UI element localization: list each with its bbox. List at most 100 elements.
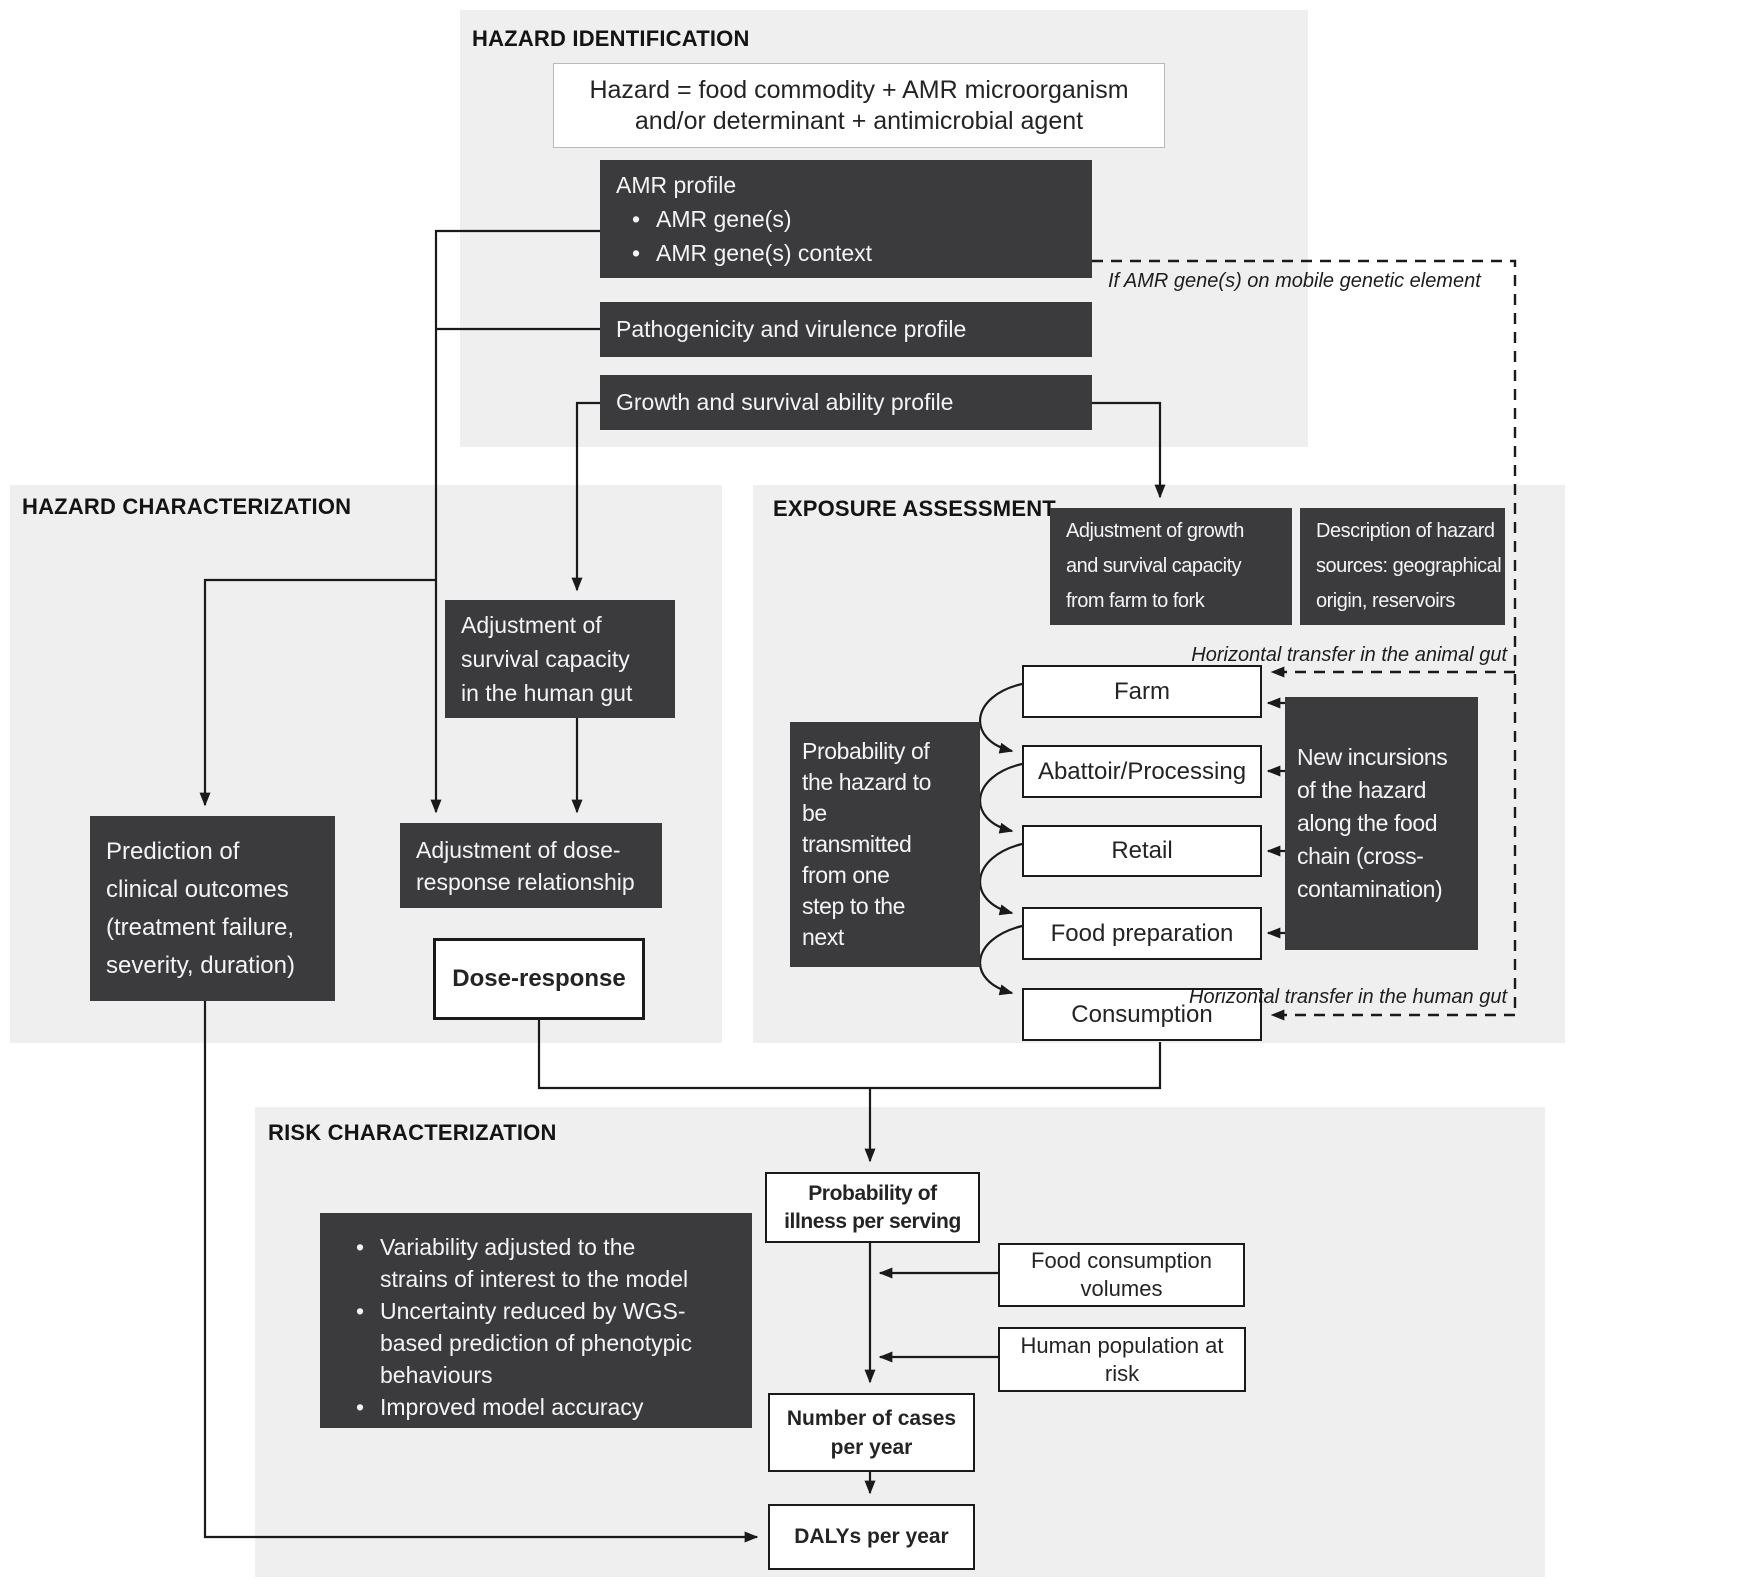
box-number-of-cases: Number of cases per year [768, 1393, 975, 1472]
transmission-line: transmitted [802, 831, 912, 857]
adj-survival-line: Adjustment of [461, 612, 602, 638]
adj-growth-line: and survival capacity [1066, 555, 1242, 577]
incursions-line: of the hazard [1297, 777, 1427, 803]
incursions-line: chain (cross- [1297, 843, 1424, 869]
chain-box-retail: Retail [1022, 825, 1262, 877]
adj-dose-line: response relationship [416, 868, 635, 895]
risk-bullet-line: based prediction of phenotypic [380, 1330, 692, 1356]
box-adjustment-dose-response: Adjustment of dose- response relationshi… [400, 823, 662, 908]
adj-dose-line: Adjustment of dose- [416, 836, 621, 863]
note-animal-gut: Horizontal transfer in the animal gut [1191, 644, 1507, 666]
transmission-line: the hazard to [802, 769, 932, 795]
prediction-line: severity, duration) [106, 951, 295, 979]
food-volumes-line: volumes [1080, 1276, 1163, 1301]
risk-bullet-1-text: Variability adjusted to the strains of i… [380, 1231, 688, 1295]
arrow-prediction-to-dalys [203, 1001, 759, 1543]
note-human-gut: Horizontal transfer in the human gut [1189, 986, 1507, 1008]
risk-bullet-3-text: Improved model accuracy [380, 1391, 643, 1423]
risk-bullet-2: • Uncertainty reduced by WGS- based pred… [340, 1295, 738, 1391]
bullet-icon: • [631, 206, 641, 232]
hazard-definition-line2: and/or determinant + antimicrobial agent [634, 106, 1084, 135]
note-mobile-genetic-element: If AMR gene(s) on mobile genetic element [1108, 270, 1481, 292]
hazard-sources-line: Description of hazard [1316, 520, 1495, 542]
arrow-branch-to-prediction [199, 578, 436, 807]
box-dose-response: Dose-response [433, 938, 645, 1020]
chain-label: Consumption [1071, 1000, 1213, 1028]
box-adjustment-survival-gut: Adjustment of survival capacity in the h… [445, 600, 675, 718]
human-pop-line: Human population at [1020, 1332, 1224, 1358]
human-pop-line: risk [1104, 1360, 1140, 1386]
arc-retail-foodprep [978, 842, 1023, 916]
box-dalys-per-year: DALYs per year [768, 1504, 975, 1570]
dashed-mobile-genetic-element [1092, 259, 1517, 1015]
box-transmission-probability: Probability of the hazard to be transmit… [790, 722, 980, 967]
adj-growth-line: from farm to fork [1066, 590, 1205, 612]
box-model-notes: • Variability adjusted to the strains of… [320, 1213, 752, 1428]
risk-bullet-line: Variability adjusted to the [380, 1234, 636, 1260]
bullet-icon: • [355, 1234, 365, 1260]
arc-farm-abattoir [978, 682, 1023, 754]
chain-label: Farm [1114, 677, 1170, 705]
incursions-line: contamination) [1297, 876, 1443, 902]
num-cases-line: per year [830, 1435, 913, 1459]
amr-profile-title: AMR profile [616, 172, 737, 198]
bullet-icon: • [355, 1298, 365, 1324]
risk-bullet-3: • Improved model accuracy [340, 1391, 738, 1423]
incursions-line: New incursions [1297, 744, 1448, 770]
transmission-line: next [802, 924, 844, 950]
hazard-definition-line1: Hazard = food commodity + AMR microorgan… [589, 75, 1129, 104]
box-human-population-risk: Human population at risk [998, 1327, 1246, 1392]
dose-response-label: Dose-response [452, 965, 626, 992]
dalys-label: DALYs per year [794, 1525, 949, 1548]
incursions-line: along the food [1297, 810, 1438, 836]
amr-bullet-1: • AMR gene(s) [616, 202, 1080, 236]
title-risk-characterization: RISK CHARACTERIZATION [268, 1120, 557, 1145]
amr-bullet-2-label: AMR gene(s) context [656, 240, 873, 266]
chain-label: Retail [1111, 837, 1173, 864]
prediction-line: (treatment failure, [106, 913, 295, 941]
box-new-incursions: New incursions of the hazard along the f… [1285, 697, 1478, 950]
risk-bullet-line: Uncertainty reduced by WGS- [380, 1298, 686, 1324]
risk-bullet-1: • Variability adjusted to the strains of… [340, 1231, 738, 1295]
prob-illness-line: Probability of [808, 1181, 937, 1205]
bullet-icon: • [631, 240, 641, 266]
chain-label: Abattoir/Processing [1037, 757, 1247, 785]
hazard-sources-line: sources: geographical [1316, 555, 1502, 577]
line-doseresponse-consumption-join [537, 1020, 1162, 1090]
transmission-line: step to the [802, 893, 906, 919]
box-hazard-sources: Description of hazard sources: geographi… [1300, 508, 1505, 625]
chain-box-abattoir-processing: Abattoir/Processing [1022, 745, 1262, 798]
adj-growth-line: Adjustment of growth [1066, 520, 1244, 542]
box-food-consumption-volumes: Food consumption volumes [998, 1243, 1245, 1307]
arc-foodprep-consumption [979, 924, 1023, 996]
adj-survival-line: survival capacity [461, 646, 630, 672]
growth-survival-label: Growth and survival ability profile [616, 389, 954, 415]
num-cases-line: Number of cases [786, 1406, 957, 1430]
amr-bullet-1-label: AMR gene(s) [656, 206, 792, 232]
chain-box-farm: Farm [1022, 665, 1262, 718]
prob-illness-line: illness per serving [784, 1209, 961, 1233]
box-probability-illness: Probability of illness per serving [765, 1172, 980, 1243]
risk-bullet-2-text: Uncertainty reduced by WGS- based predic… [380, 1295, 692, 1391]
box-growth-survival-profile: Growth and survival ability profile [600, 375, 1092, 430]
risk-bullet-line: Improved model accuracy [380, 1394, 644, 1420]
risk-bullet-line: strains of interest to the model [380, 1266, 689, 1292]
transmission-line: from one [802, 862, 890, 888]
box-pathogenicity-profile: Pathogenicity and virulence profile [600, 302, 1092, 357]
title-exposure-assessment: EXPOSURE ASSESSMENT [773, 496, 1056, 521]
risk-bullet-line: behaviours [380, 1362, 493, 1388]
hazard-sources-line: origin, reservoirs [1316, 590, 1455, 612]
chain-label: Food preparation [1050, 919, 1234, 947]
box-adjustment-growth-farm-fork: Adjustment of growth and survival capaci… [1050, 508, 1292, 625]
chain-box-consumption: Consumption [1022, 988, 1262, 1041]
arrow-amr-to-dose-adjustment [430, 229, 600, 814]
box-hazard-definition: Hazard = food commodity + AMR microorgan… [553, 63, 1165, 148]
arrow-growth-to-farmtofork [1092, 401, 1166, 499]
title-hazard-identification: HAZARD IDENTIFICATION [472, 26, 750, 51]
prediction-line: clinical outcomes [106, 875, 289, 903]
bullet-icon: • [355, 1394, 365, 1420]
adj-survival-line: in the human gut [461, 680, 633, 706]
arrow-growth-to-survival-adjustment [571, 401, 600, 592]
